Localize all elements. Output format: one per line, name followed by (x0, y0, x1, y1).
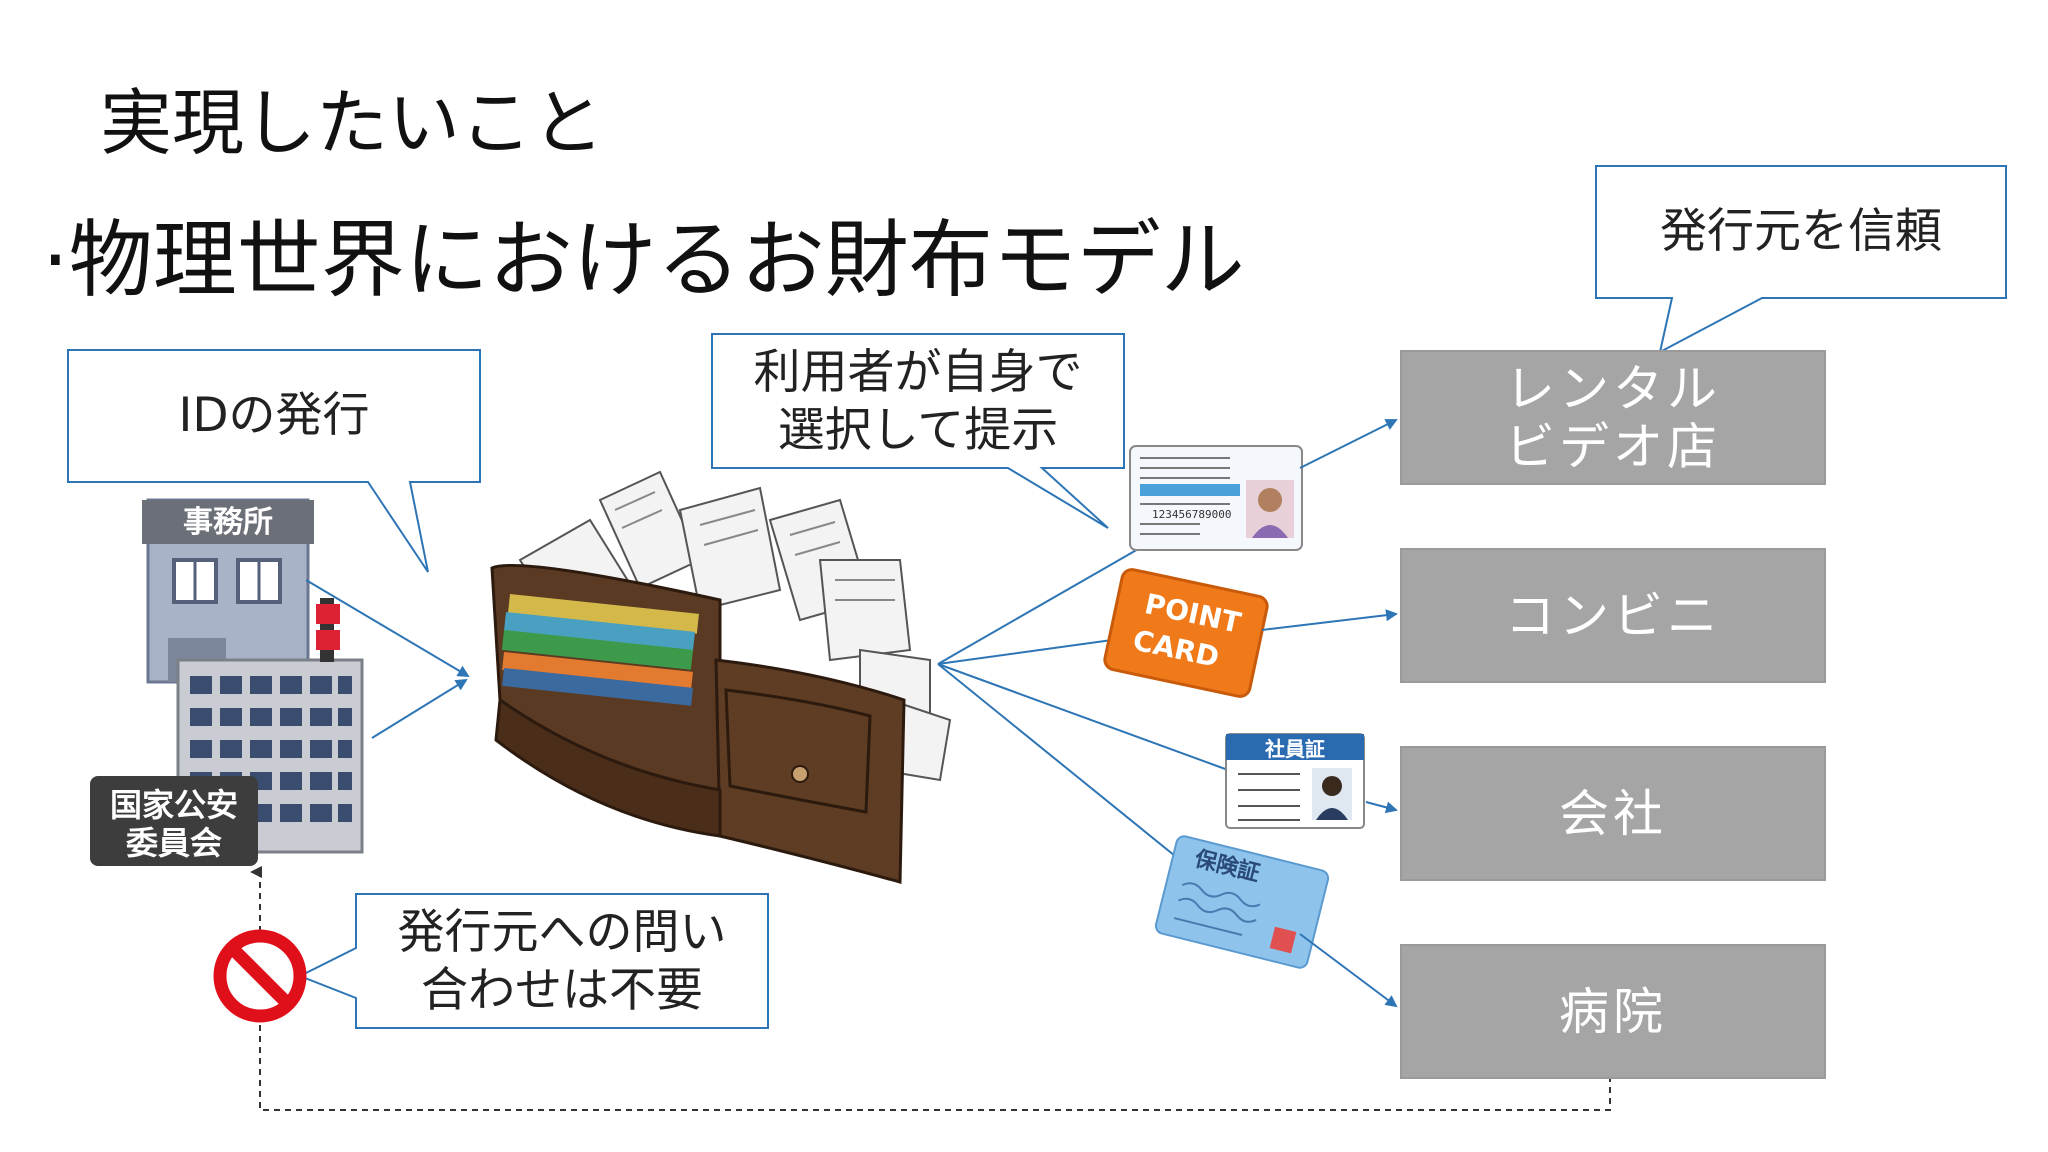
arrow-pointcard-to-convenience (1261, 609, 1398, 631)
destination-convenience-store: コンビニ (1400, 548, 1826, 683)
arrow-office-to-wallet (305, 579, 470, 678)
line-wallet-to-employee (937, 663, 1229, 771)
destination-company: 会社 (1400, 746, 1826, 881)
dashed-inquiry-path (250, 866, 1611, 1111)
point-card-icon (1103, 568, 1269, 698)
police-building-icon (90, 598, 364, 866)
commission-sign-line1: 国家公安 (110, 786, 238, 824)
destination-rental-video: レンタル ビデオ店 (1400, 350, 1826, 485)
callout-user-choice (711, 333, 1125, 529)
callout-no-inquiry (297, 893, 769, 1029)
callout-no-inquiry-line1: 発行元への問い (397, 905, 727, 960)
employee-id-card-icon (1225, 733, 1365, 829)
callout-trust-issuer-text: 発行元を信頼 (1660, 204, 1942, 259)
arrow-police-to-wallet (371, 678, 468, 739)
callout-issuance (67, 349, 481, 573)
arrow-license-to-rental (1299, 419, 1398, 469)
arrow-employee-to-company (1365, 801, 1398, 814)
license-number: 123456789000 (1152, 508, 1231, 521)
office-sign-text: 事務所 (183, 505, 273, 540)
callout-issuance-text: IDの発行 (178, 388, 370, 443)
callout-user-choice-line2: 選択して提示 (777, 403, 1059, 458)
line-wallet-to-license (937, 547, 1141, 665)
insurance-card-icon (1154, 835, 1330, 969)
commission-sign-line2: 委員会 (126, 824, 222, 862)
slide-subheading: ·物理世界におけるお財布モデル (42, 211, 1245, 309)
office-building-icon (142, 498, 314, 684)
callout-no-inquiry-line2: 合わせは不要 (421, 963, 703, 1018)
callout-trust-issuer (1595, 165, 2007, 354)
wallet-icon (490, 470, 952, 884)
line-wallet-to-insurance (937, 663, 1181, 861)
arrow-insurance-to-hospital (1299, 933, 1398, 1008)
destination-hospital: 病院 (1400, 944, 1826, 1079)
prohibited-icon (213, 929, 307, 1023)
line-wallet-to-pointcard (937, 639, 1113, 665)
callout-user-choice-line1: 利用者が自身で (753, 345, 1083, 400)
drivers-license-icon (1129, 445, 1303, 551)
employee-id-label: 社員証 (1264, 737, 1325, 761)
slide-heading: 実現したいこと (100, 81, 605, 165)
